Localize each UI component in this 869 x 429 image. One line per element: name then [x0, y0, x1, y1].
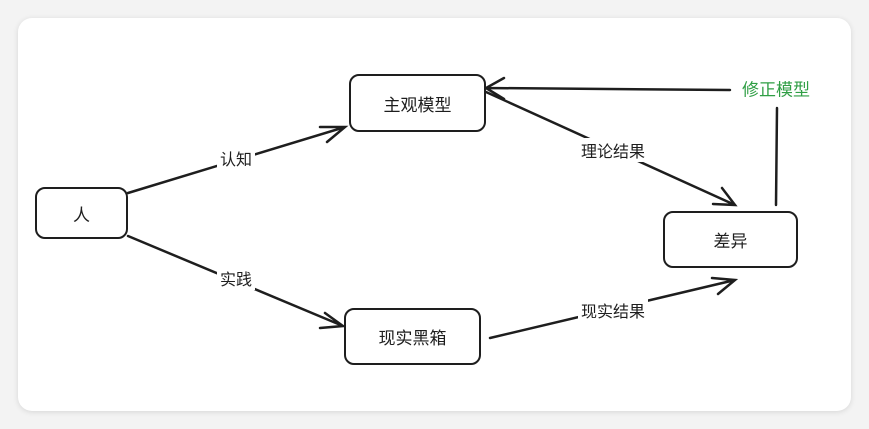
- arrow-correct-model: [483, 76, 732, 101]
- edge-label-theory-result: 理论结果: [577, 138, 649, 162]
- node-reality-blackbox[interactable]: 现实黑箱: [344, 308, 481, 365]
- node-subjective-model[interactable]: 主观模型: [349, 74, 486, 132]
- edge-label-cognition: 认知: [216, 146, 256, 170]
- edge-label-practice: 实践: [216, 266, 256, 290]
- node-person[interactable]: 人: [35, 187, 128, 239]
- edge-label-correct-model: 修正模型: [739, 75, 813, 101]
- node-difference[interactable]: 差异: [663, 211, 798, 268]
- edge-label-real-result: 现实结果: [577, 298, 649, 322]
- line-diff-up: [774, 106, 779, 207]
